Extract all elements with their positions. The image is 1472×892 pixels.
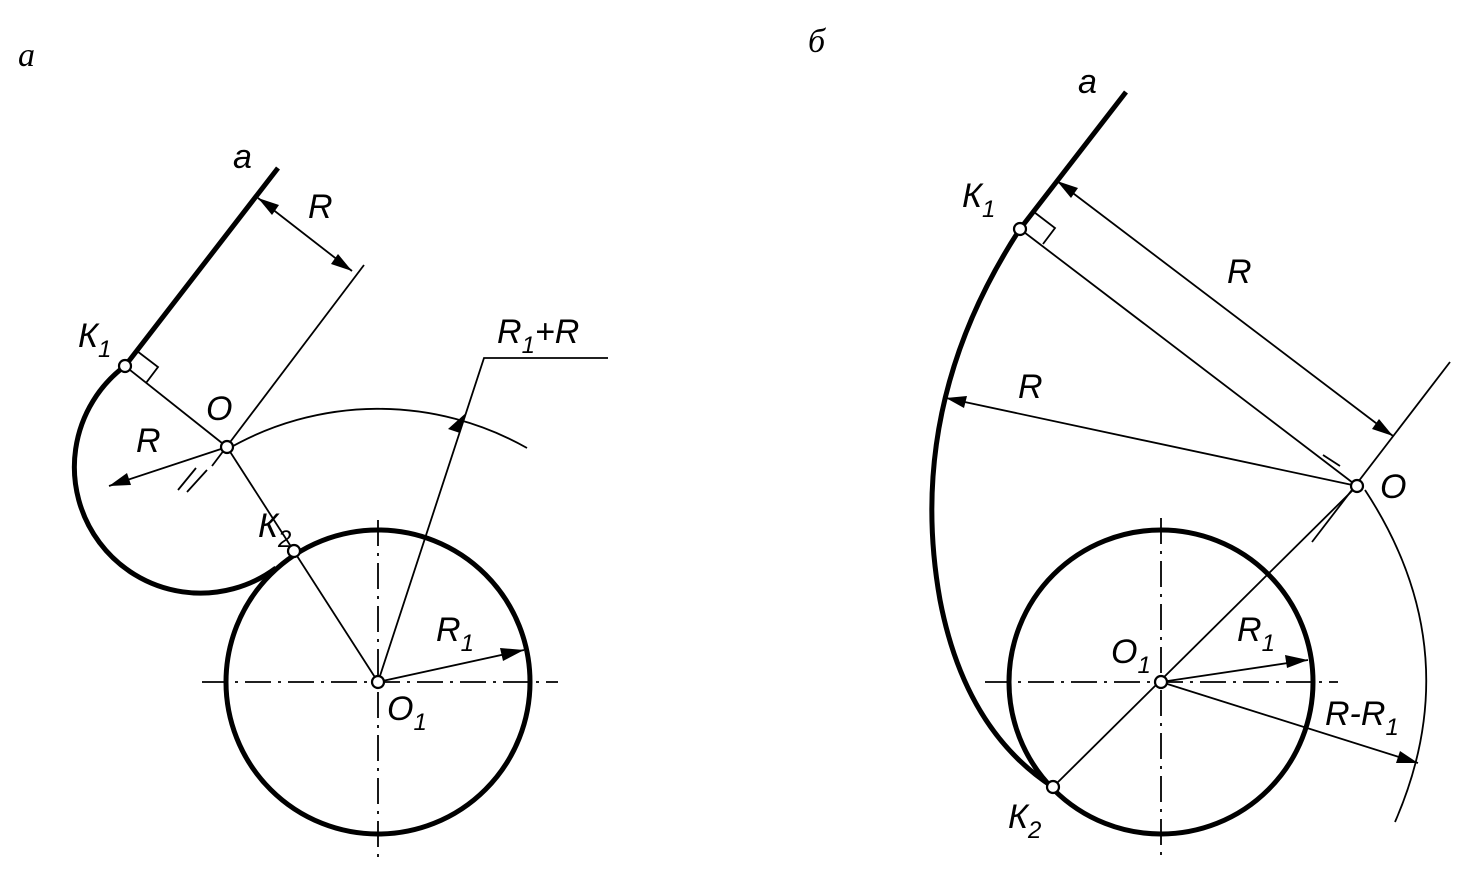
- a-radius-r1-line: [377, 649, 525, 683]
- a-k1-o-line: [124, 365, 228, 448]
- b-dim-r-arrow-1: [1057, 181, 1078, 198]
- b-radius-r1-line: [1160, 659, 1309, 683]
- a-label-r1-plus-r: R1+R: [497, 313, 579, 359]
- b-tangent-arc: [929, 227, 1055, 790]
- a-tangent-arc: [71, 363, 278, 596]
- a-radius-r1-plus-r-leader: [377, 357, 608, 683]
- a-parallel-line: [211, 264, 365, 467]
- b-radius-r1-arrow: [1285, 655, 1308, 668]
- b-label-k1: К1: [962, 177, 995, 223]
- a-point-k2: [286, 543, 302, 559]
- b-dim-r-line: [1056, 180, 1394, 437]
- panel-b: б: [808, 23, 1451, 860]
- a-locus-arc: [225, 407, 528, 451]
- b-radius-r-minus-r1-line: [1160, 681, 1419, 764]
- a-label-r1: R1: [436, 611, 474, 657]
- b-radius-r-minus-r1-arrow: [1396, 751, 1418, 763]
- b-point-o: [1349, 478, 1365, 494]
- b-given-circle: [1006, 527, 1316, 837]
- a-label-r-top: R: [308, 188, 333, 226]
- a-dim-r-arrow-1: [258, 198, 279, 215]
- b-label-r-minus-r1: R-R1: [1325, 695, 1399, 741]
- b-point-k1: [1012, 221, 1028, 237]
- a-tick-mark-1: [177, 467, 197, 491]
- b-tick-mark: [1322, 454, 1341, 467]
- a-right-angle-mark: [136, 350, 160, 384]
- b-right-angle-mark: [1033, 211, 1057, 245]
- a-label-r-arc: R: [136, 422, 161, 460]
- b-label-r-top: R: [1227, 253, 1252, 291]
- b-label-k2: К2: [1008, 798, 1041, 844]
- panel-a: а: [18, 37, 608, 860]
- a-given-line: [123, 166, 280, 368]
- a-point-o: [219, 439, 235, 455]
- a-radius-r1-arrow: [500, 648, 524, 661]
- b-label-o1: O1: [1111, 633, 1151, 679]
- b-radius-r-line: [945, 397, 1358, 487]
- b-line-label: a: [1078, 63, 1097, 101]
- b-given-line: [1018, 90, 1128, 231]
- a-line-label: a: [233, 138, 252, 176]
- a-o-o1-line: [226, 446, 379, 683]
- b-label-r-arc: R: [1018, 368, 1043, 406]
- a-radius-r1-plus-r-arrow: [448, 412, 467, 433]
- b-radius-r-arrow: [946, 396, 967, 408]
- b-point-k2: [1045, 779, 1061, 795]
- a-label-o: O: [206, 390, 232, 428]
- a-label-k1: К1: [78, 317, 111, 363]
- b-dim-r-arrow-2: [1372, 419, 1393, 436]
- a-label-k2: К2: [258, 507, 291, 553]
- a-tick-mark-2: [186, 469, 208, 493]
- b-k1-o-line: [1019, 228, 1358, 487]
- panel-b-label: б: [808, 23, 827, 60]
- a-given-circle: [223, 527, 533, 837]
- b-label-r1: R1: [1237, 611, 1275, 657]
- a-radius-r-arrow: [109, 473, 131, 486]
- b-label-o: O: [1380, 468, 1406, 506]
- b-parallel-line: [1311, 361, 1451, 543]
- panel-a-label: а: [18, 37, 35, 74]
- b-locus-arc: [1364, 489, 1428, 823]
- b-point-o1: [1153, 674, 1169, 690]
- a-point-k1: [117, 358, 133, 374]
- a-label-o1: O1: [387, 690, 427, 736]
- b-o-k2-line: [1052, 485, 1358, 788]
- a-point-o1: [370, 674, 386, 690]
- a-dim-r-arrow-2: [331, 254, 352, 271]
